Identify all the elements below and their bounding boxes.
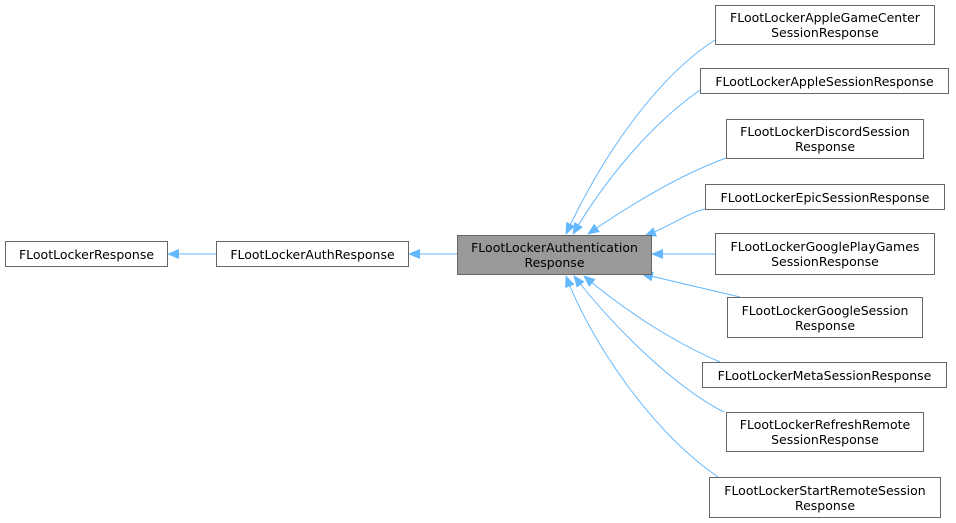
- node-label-line2: SessionResponse: [771, 432, 879, 447]
- node-floot-locker-authentication-response: FLootLockerAuthentication Response: [457, 235, 652, 275]
- node-floot-locker-auth-response[interactable]: FLootLockerAuthResponse: [216, 241, 409, 267]
- node-label-line2: SessionResponse: [771, 254, 879, 269]
- node-label-line1: FLootLockerRefreshRemote: [739, 417, 911, 432]
- node-meta-session-response[interactable]: FLootLockerMetaSessionResponse: [702, 362, 947, 388]
- node-refresh-remote-session-response[interactable]: FLootLockerRefreshRemote SessionResponse: [726, 412, 924, 452]
- edge-child-8-to-authentication: [565, 275, 719, 478]
- node-google-session-response[interactable]: FLootLockerGoogleSession Response: [727, 297, 923, 338]
- edge-child-6-to-authentication: [583, 275, 721, 363]
- node-label-line1: FLootLockerDiscordSession: [740, 124, 910, 139]
- node-start-remote-session-response[interactable]: FLootLockerStartRemoteSession Response: [709, 477, 941, 518]
- node-label-line1: FLootLockerAppleGameCenter: [730, 10, 920, 25]
- node-label-line1: FLootLockerResponse: [18, 246, 155, 262]
- node-label-line1: FLootLockerStartRemoteSession: [724, 482, 926, 498]
- node-label-line2: Response: [794, 497, 856, 513]
- node-label-line1: FLootLockerAppleSessionResponse: [715, 73, 934, 89]
- node-label-line2: Response: [794, 139, 856, 154]
- node-discord-session-response[interactable]: FLootLockerDiscordSession Response: [726, 119, 924, 159]
- node-label-line1: FLootLockerAuthResponse: [230, 246, 395, 262]
- node-google-play-games-session-response[interactable]: FLootLockerGooglePlayGames SessionRespon…: [715, 233, 935, 275]
- node-label-line2: SessionResponse: [771, 25, 879, 40]
- node-label-line1: FLootLockerGoogleSession: [741, 302, 909, 318]
- node-apple-game-center-session-response[interactable]: FLootLockerAppleGameCenter SessionRespon…: [715, 5, 935, 45]
- node-epic-session-response[interactable]: FLootLockerEpicSessionResponse: [705, 184, 945, 210]
- node-apple-session-response[interactable]: FLootLockerAppleSessionResponse: [700, 68, 949, 94]
- edge-child-2-to-authentication: [587, 157, 727, 235]
- node-label-line1: FLootLockerEpicSessionResponse: [720, 189, 930, 205]
- node-label-line1: FLootLockerMetaSessionResponse: [717, 367, 932, 383]
- node-label-line1: FLootLockerAuthentication: [471, 240, 638, 255]
- edge-child-0-to-authentication: [565, 39, 716, 235]
- edge-child-1-to-authentication: [572, 89, 701, 235]
- edge-child-5-to-authentication: [641, 271, 741, 298]
- node-label-line2: Response: [524, 255, 585, 270]
- node-label-line2: Response: [794, 317, 856, 333]
- node-label-line1: FLootLockerGooglePlayGames: [730, 239, 920, 254]
- edge-child-3-to-authentication: [644, 208, 706, 237]
- edge-child-7-to-authentication: [573, 275, 725, 413]
- node-floot-locker-response[interactable]: FLootLockerResponse: [5, 241, 168, 267]
